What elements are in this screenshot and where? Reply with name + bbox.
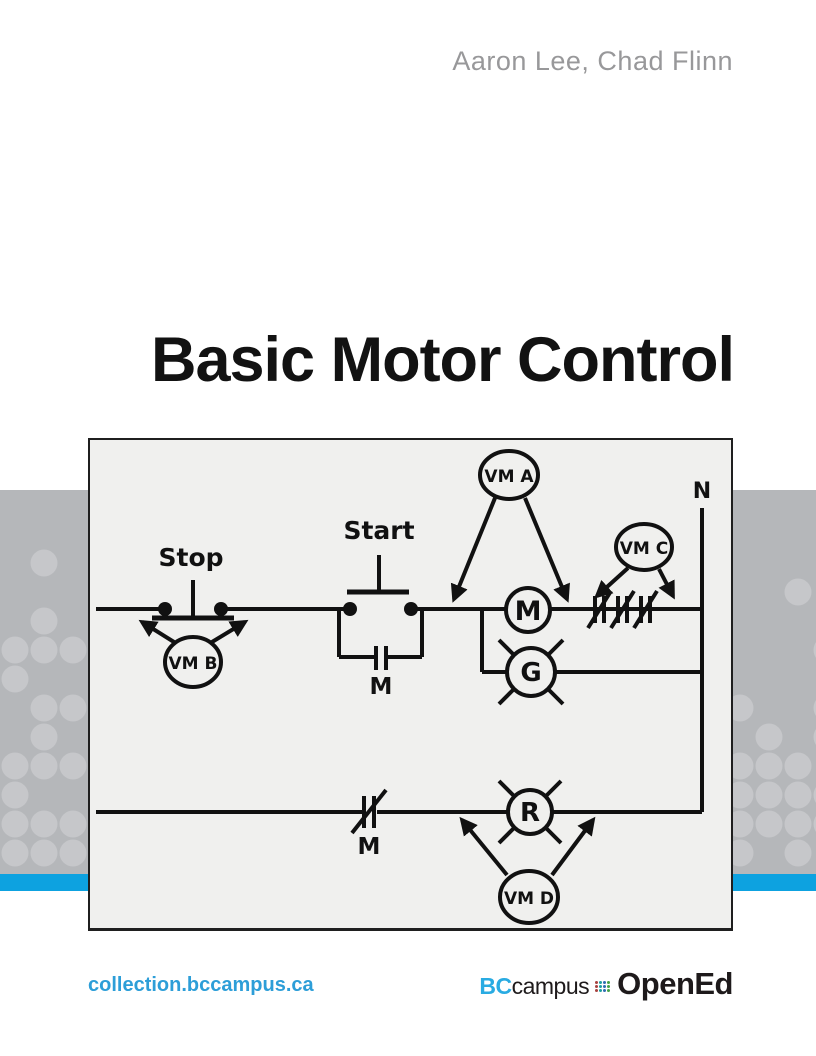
- red-pilot-symbol: R: [497, 779, 563, 845]
- voltmeter-d-label: VM D: [504, 889, 554, 909]
- band-dot: [30, 549, 58, 577]
- ladder-diagram: Stop Start M M: [96, 449, 711, 925]
- band-dot: [30, 810, 58, 838]
- logo-dot: [607, 984, 611, 988]
- author-line: Aaron Lee, Chad Flinn: [452, 46, 733, 76]
- green-pilot-rung: G: [480, 609, 702, 706]
- band-dot: [755, 810, 783, 838]
- logo-dots-grid-icon: [595, 980, 611, 992]
- voltmeter-b-label: VM B: [169, 654, 218, 674]
- seal-in-contact-label: M: [370, 674, 393, 700]
- stop-label: Stop: [158, 543, 223, 572]
- band-dot: [30, 694, 58, 722]
- band-dot: [784, 810, 812, 838]
- band-dot: [813, 729, 816, 745]
- logo-dot: [599, 980, 603, 984]
- logo-dot: [603, 980, 607, 984]
- band-dot: [726, 752, 754, 780]
- logo-dot: [599, 988, 603, 992]
- band-dot: [59, 636, 87, 664]
- book-title: Basic Motor Control: [150, 325, 735, 395]
- band-dot: [726, 810, 754, 838]
- logo-dot: [599, 984, 603, 988]
- band-dot: [1, 636, 29, 664]
- nc-contact-m-label: M: [358, 834, 381, 860]
- band-dot: [813, 816, 816, 832]
- logo-dot: [607, 988, 611, 992]
- band-dot: [59, 810, 87, 838]
- band-dot: [1, 839, 29, 867]
- voltmeter-a-symbol: VM A: [450, 449, 570, 603]
- band-dot: [30, 839, 58, 867]
- logo-dot: [603, 984, 607, 988]
- band-dot: [30, 752, 58, 780]
- band-dot: [1, 781, 29, 809]
- band-dot: [30, 636, 58, 664]
- neutral-rail: N: [693, 479, 711, 812]
- band-dot: [59, 694, 87, 722]
- band-dot: [813, 642, 816, 658]
- band-dot: [59, 752, 87, 780]
- pilot-g-label: G: [520, 658, 541, 688]
- band-dot: [784, 578, 812, 606]
- logo-dot: [595, 988, 599, 992]
- band-dot: [813, 787, 816, 803]
- logo-dot: [595, 980, 599, 984]
- band-dot: [755, 723, 783, 751]
- band-dot: [30, 607, 58, 635]
- band-dot: [59, 839, 87, 867]
- band-dot: [1, 752, 29, 780]
- overload-contacts-symbol: [586, 589, 659, 630]
- motor-control-diagram-panel: Stop Start M M: [88, 438, 733, 931]
- stop-pushbutton-symbol: Stop: [152, 543, 234, 621]
- band-dot: [784, 752, 812, 780]
- voltmeter-d-symbol: VM D: [459, 816, 596, 925]
- nc-contact-m-symbol: M: [350, 788, 388, 860]
- band-dot: [726, 694, 754, 722]
- voltmeter-b-symbol: VM B: [138, 619, 249, 689]
- band-dot: [30, 723, 58, 751]
- band-dot: [784, 839, 812, 867]
- motor-coil-symbol: M: [504, 586, 552, 634]
- band-dot: [1, 810, 29, 838]
- logo-dot: [607, 980, 611, 984]
- pilot-r-label: R: [520, 798, 540, 828]
- band-dot: [755, 781, 783, 809]
- band-dot: [755, 752, 783, 780]
- collection-link[interactable]: collection.bccampus.ca: [88, 974, 314, 996]
- logo-opened-text: OpenEd: [617, 966, 733, 1001]
- logo-dot: [595, 984, 599, 988]
- voltmeter-c-symbol: VM C: [594, 522, 675, 600]
- band-dot: [726, 839, 754, 867]
- voltmeter-c-label: VM C: [620, 539, 668, 559]
- voltmeter-a-label: VM A: [484, 467, 534, 487]
- logo-bc-text: BC: [479, 973, 512, 999]
- band-dot: [1, 665, 29, 693]
- start-label: Start: [343, 516, 414, 545]
- band-dot: [726, 781, 754, 809]
- seal-in-branch-symbol: M: [337, 609, 424, 700]
- neutral-label: N: [693, 479, 711, 504]
- coil-m-label: M: [515, 596, 542, 627]
- band-dot: [813, 700, 816, 716]
- logo-campus-text: campus: [511, 973, 590, 999]
- band-dot: [784, 781, 812, 809]
- start-pushbutton-symbol: Start: [343, 516, 418, 616]
- logo-dot: [603, 988, 607, 992]
